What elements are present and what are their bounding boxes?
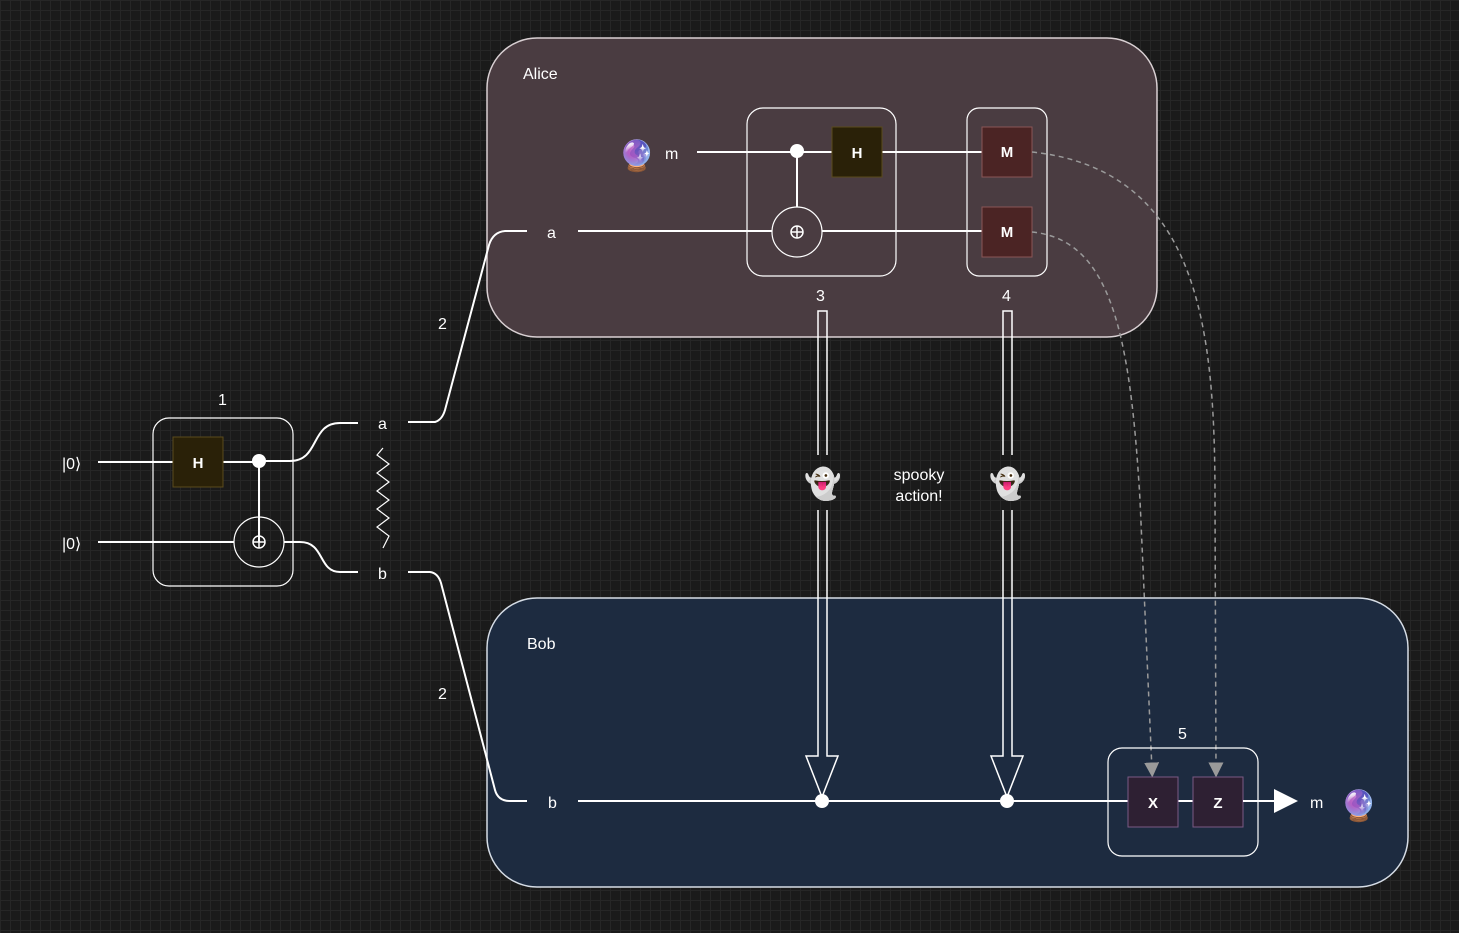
bob-panel — [486, 597, 1409, 888]
action-label: action! — [895, 488, 942, 505]
wire-to-a — [259, 422, 358, 462]
alice-cnot-control-dot — [790, 144, 804, 158]
bob-name: Bob — [527, 636, 556, 653]
wire-to-b — [284, 541, 358, 573]
alice-panel — [486, 37, 1158, 338]
alice-hadamard-label: H — [852, 145, 863, 162]
entanglement-zigzag — [376, 447, 390, 549]
alice-hadamard-gate — [831, 126, 883, 178]
ghost-icon-left: 👻 — [804, 465, 841, 502]
input-ket-bottom: |0⟩ — [62, 536, 81, 553]
alice-name: Alice — [523, 66, 558, 83]
measure-gate-bottom — [981, 206, 1033, 258]
wire-a-to-alice — [408, 230, 527, 423]
input-ket-top: |0⟩ — [62, 456, 81, 473]
pauli-x-label: X — [1148, 795, 1158, 812]
step-2-alice-label: 2 — [438, 316, 447, 333]
qubit-a-label: a — [378, 416, 387, 433]
measure-gate-top-label: M — [1001, 144, 1014, 161]
crystal-ball-output-icon: 🔮 — [1340, 788, 1377, 824]
pauli-z-gate — [1192, 776, 1244, 828]
step-1-group — [152, 417, 294, 587]
alice-message-label: m — [665, 146, 678, 163]
hadamard-gate-label: H — [193, 455, 204, 472]
ghost-icon-right: 👻 — [989, 465, 1026, 502]
spooky-label: spooky — [894, 467, 945, 484]
hadamard-gate — [172, 436, 224, 488]
qubit-b-label: b — [378, 566, 387, 583]
pauli-z-label: Z — [1213, 795, 1222, 812]
classical-link-m-to-z — [1031, 151, 1224, 778]
step-3-label: 3 — [816, 288, 825, 305]
alice-qubit-label: a — [547, 225, 556, 242]
bob-node-4 — [1000, 794, 1014, 808]
step-4-group — [966, 107, 1048, 277]
step-3-group — [746, 107, 897, 277]
measure-gate-top — [981, 126, 1033, 178]
classical-link-a-to-x — [1031, 231, 1160, 778]
pauli-x-gate — [1127, 776, 1179, 828]
step-1-label: 1 — [218, 392, 227, 409]
step-5-label: 5 — [1178, 726, 1187, 743]
measure-gate-bottom-label: M — [1001, 224, 1014, 241]
bob-qubit-label: b — [548, 795, 557, 812]
bob-output-label: m — [1310, 795, 1323, 812]
bob-node-3 — [815, 794, 829, 808]
crystal-ball-icon: 🔮 — [618, 138, 655, 174]
step-4-label: 4 — [1002, 288, 1011, 305]
wire-b-to-bob — [408, 571, 527, 802]
step-2-bob-label: 2 — [438, 686, 447, 703]
